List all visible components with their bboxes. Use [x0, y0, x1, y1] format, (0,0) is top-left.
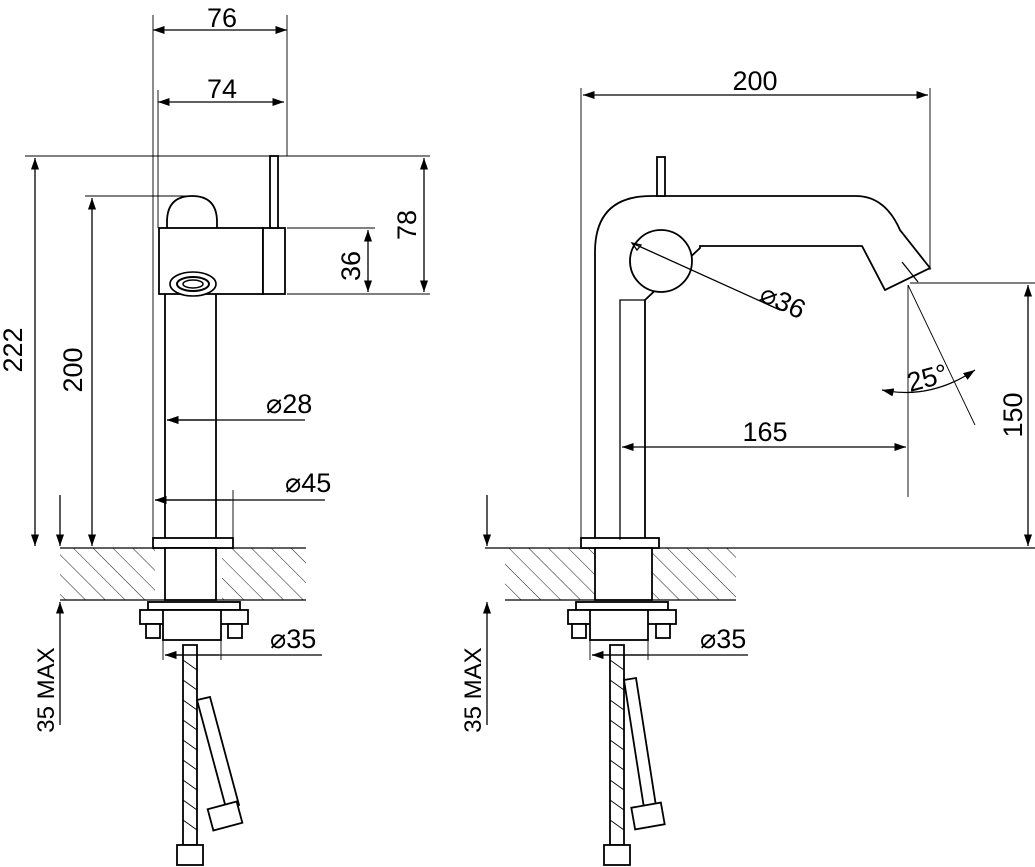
faucet-shank [164, 547, 217, 601]
dim-diameter-35-front: ⌀35 [270, 624, 316, 654]
faucet-spout [594, 195, 932, 541]
dim-max-35-front: 35 MAX [33, 647, 60, 732]
faucet-handle [262, 227, 286, 295]
aerator-icon [169, 271, 217, 297]
front-view: 76 74 222 200 78 36 ⌀28 ⌀45 [0, 3, 430, 866]
handle-circle [629, 229, 693, 293]
dim-height-36: 36 [336, 251, 366, 281]
dim-max-35-side: 35 MAX [460, 647, 487, 732]
dim-height-150: 150 [998, 392, 1028, 437]
dim-height-78: 78 [392, 210, 422, 240]
dim-height-222: 222 [0, 327, 28, 372]
dim-diameter-28: ⌀28 [266, 389, 312, 419]
countertop-side-right [652, 548, 736, 600]
countertop-side-left [505, 548, 595, 600]
mounting-nut-side [567, 601, 677, 641]
faucet-lever [269, 155, 279, 229]
faucet-lever-side [656, 156, 666, 197]
supply-hoses [176, 644, 244, 866]
dim-height-200: 200 [58, 347, 88, 392]
faucet-base-flange [152, 537, 234, 549]
dim-reach-165: 165 [742, 417, 787, 447]
faucet-body-column [164, 292, 217, 541]
mounting-nut [139, 601, 249, 641]
dim-width-76: 76 [207, 3, 237, 33]
countertop-right [222, 548, 306, 600]
supply-hoses-side [603, 644, 666, 866]
dim-diameter-45: ⌀45 [285, 468, 331, 498]
side-view: 200 ⌀36 25° 165 150 ⌀35 35 MAX [460, 66, 1035, 866]
dim-width-74: 74 [207, 74, 237, 104]
dim-diameter-35-side: ⌀35 [700, 624, 746, 654]
dim-angle-25: 25° [904, 358, 951, 398]
dim-diameter-36: ⌀36 [755, 278, 810, 325]
dim-reach-200: 200 [732, 66, 777, 96]
countertop-left [60, 548, 155, 600]
